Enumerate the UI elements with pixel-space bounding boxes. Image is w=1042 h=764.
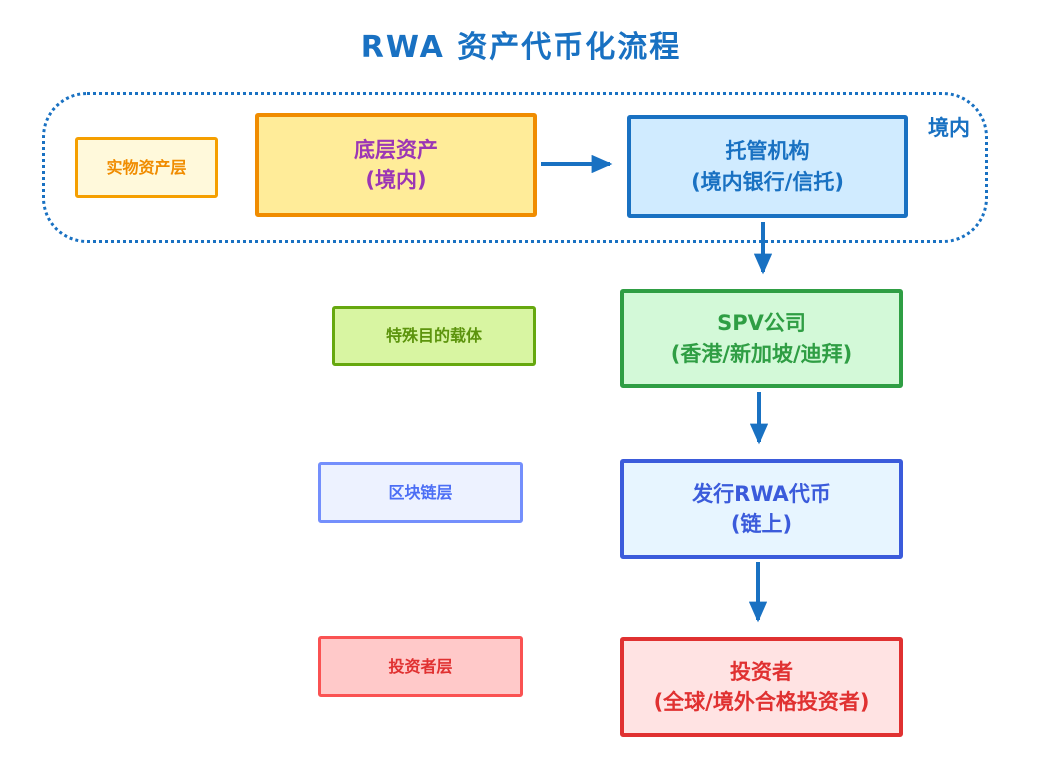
- node-underlying-asset-subtitle: (境内): [365, 168, 427, 192]
- node-token-issuance-subtitle: (链上): [730, 512, 793, 536]
- layer-box-investor-label: 投资者层: [388, 656, 453, 676]
- node-investors-subtitle: (全球/境外合格投资者): [653, 690, 870, 714]
- node-token-issuance: 发行RWA代币 (链上): [620, 459, 903, 559]
- layer-box-blockchain: 区块链层: [318, 462, 523, 523]
- node-investors-title: 投资者: [730, 659, 793, 684]
- node-spv-company-title: SPV公司: [717, 311, 806, 336]
- node-custodian-subtitle: (境内银行/信托): [691, 169, 844, 194]
- node-spv-company-subtitle: (香港/新加坡/迪拜): [670, 341, 853, 366]
- node-investors: 投资者 (全球/境外合格投资者): [620, 637, 903, 737]
- layer-box-spv: 特殊目的载体: [332, 306, 536, 366]
- node-token-issuance-title: 发行RWA代币: [692, 481, 831, 506]
- node-underlying-asset-title: 底层资产: [354, 137, 438, 162]
- node-underlying-asset: 底层资产 (境内): [255, 113, 537, 217]
- layer-box-blockchain-label: 区块链层: [388, 482, 453, 502]
- layer-box-physical-asset-label: 实物资产层: [106, 157, 187, 177]
- layer-box-investor: 投资者层: [318, 636, 523, 697]
- node-custodian: 托管机构 (境内银行/信托): [627, 115, 908, 218]
- diagram-title: RWA 资产代币化流程: [360, 30, 682, 65]
- domestic-zone-container: [42, 92, 988, 243]
- node-spv-company: SPV公司 (香港/新加坡/迪拜): [620, 289, 903, 388]
- layer-box-spv-label: 特殊目的载体: [385, 326, 482, 346]
- domestic-zone-label: 境内: [928, 116, 970, 140]
- node-custodian-title: 托管机构: [725, 139, 810, 164]
- layer-box-physical-asset: 实物资产层: [75, 137, 218, 198]
